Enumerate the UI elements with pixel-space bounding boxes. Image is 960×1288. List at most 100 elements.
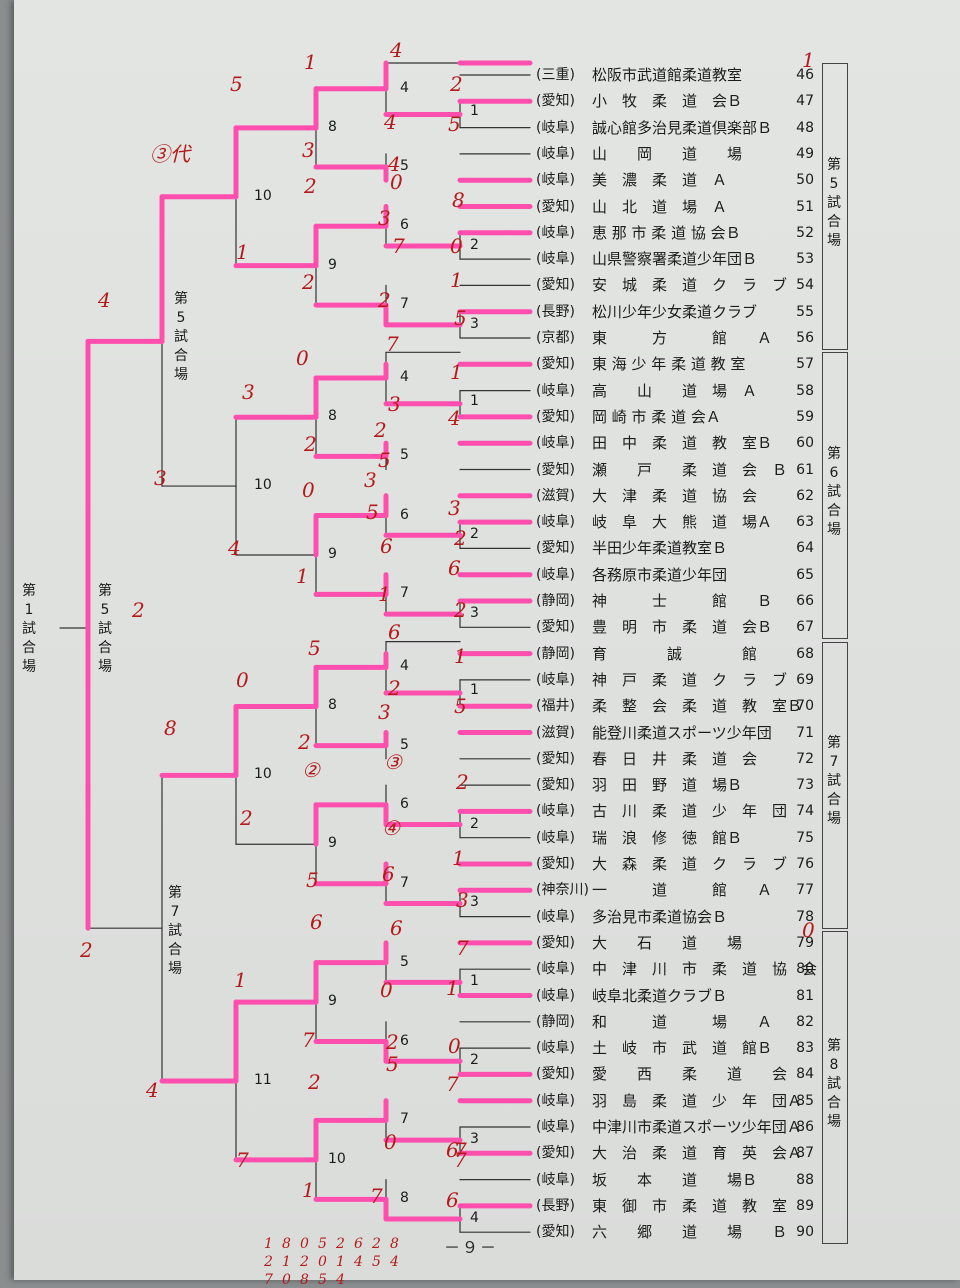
handwritten-score: 6 bbox=[354, 1236, 363, 1252]
handwritten-score: 1 bbox=[282, 1254, 291, 1270]
team-prefecture: (岐阜) bbox=[536, 251, 575, 268]
team-number: 48 bbox=[796, 119, 814, 136]
match-number: 10 bbox=[254, 477, 272, 494]
match-number: 3 bbox=[470, 894, 479, 911]
team-name: 育 誠 館 bbox=[592, 644, 758, 663]
team-name: 中 津 川 市 柔 道 協 会 bbox=[592, 960, 818, 979]
handwritten-score: 0 bbox=[302, 478, 315, 502]
handwritten-score: 2 bbox=[372, 1236, 381, 1252]
match-number: 4 bbox=[400, 79, 409, 96]
page-number: －９－ bbox=[444, 1238, 499, 1257]
handwritten-score: 0 bbox=[384, 1130, 397, 1154]
handwritten-score: 6 bbox=[388, 620, 401, 644]
match-number: 9 bbox=[328, 835, 337, 852]
team-name: 山 岡 道 場 bbox=[592, 144, 743, 163]
match-number: 4 bbox=[470, 1210, 479, 1227]
match-number: 1 bbox=[470, 103, 479, 120]
team-prefecture: (滋賀) bbox=[536, 724, 575, 741]
handwritten-score: ③代 bbox=[150, 142, 190, 166]
team-number: 59 bbox=[796, 408, 814, 425]
handwritten-score: 2 bbox=[264, 1254, 273, 1270]
match-number: 8 bbox=[328, 697, 337, 714]
match-number: 10 bbox=[254, 766, 272, 783]
team-name: 松阪市武道館柔道教室 bbox=[592, 66, 743, 84]
team-number: 67 bbox=[796, 619, 814, 636]
handwritten-score: 1 bbox=[264, 1236, 273, 1252]
handwritten-score: 5 bbox=[454, 694, 467, 718]
team-name: 岐 阜 大 熊 道 場Ａ bbox=[592, 513, 773, 532]
handwritten-score: 4 bbox=[390, 1254, 399, 1270]
match-number: 6 bbox=[400, 506, 409, 523]
team-prefecture: (岐阜) bbox=[536, 514, 575, 531]
team-prefecture: (岐阜) bbox=[536, 1119, 575, 1135]
match-number: 2 bbox=[470, 815, 479, 832]
team-number: 83 bbox=[796, 1040, 814, 1057]
team-prefecture: (愛知) bbox=[536, 93, 575, 110]
handwritten-score: 7 bbox=[264, 1272, 273, 1288]
team-number: 73 bbox=[796, 777, 814, 794]
team-name: 半田少年柔道教室Ｂ bbox=[592, 539, 728, 558]
match-number: 7 bbox=[400, 874, 409, 891]
handwritten-score: 5 bbox=[306, 868, 319, 892]
team-number: 79 bbox=[796, 934, 814, 951]
team-number: 87 bbox=[796, 1145, 814, 1162]
team-prefecture: (三重) bbox=[536, 67, 575, 83]
match-number: 2 bbox=[470, 1052, 479, 1069]
team-name: 和 道 場 Ａ bbox=[592, 1012, 773, 1031]
team-name: 恵 那 市 柔 道 協 会Ｂ bbox=[592, 223, 741, 242]
handwritten-score: 1 bbox=[378, 582, 391, 606]
team-prefecture: (愛知) bbox=[536, 750, 575, 767]
team-prefecture: (愛知) bbox=[536, 356, 575, 373]
team-name: 神 戸 柔 道 ク ラ ブ bbox=[592, 670, 788, 689]
handwritten-score: 4 bbox=[98, 288, 111, 312]
handwritten-score: 3 bbox=[456, 888, 469, 912]
team-name: 東 海 少 年 柔 道 教 室 bbox=[592, 355, 746, 374]
handwritten-score: 5 bbox=[454, 306, 467, 330]
handwritten-score: 3 bbox=[378, 700, 391, 724]
handwritten-score: 2 bbox=[388, 676, 401, 700]
handwritten-score: 3 bbox=[388, 392, 401, 416]
team-prefecture: (神奈川) bbox=[536, 882, 589, 899]
team-name: 誠心館多治見柔道倶楽部Ｂ bbox=[592, 118, 773, 137]
team-prefecture: (岐阜) bbox=[536, 172, 575, 189]
team-prefecture: (岐阜) bbox=[536, 1171, 575, 1188]
team-number: 55 bbox=[796, 303, 814, 320]
match-number: 9 bbox=[328, 256, 337, 273]
team-prefecture: (愛知) bbox=[536, 461, 575, 478]
handwritten-score: 3 bbox=[302, 138, 315, 162]
match-number: 8 bbox=[328, 408, 337, 425]
team-prefecture: (岐阜) bbox=[536, 1092, 575, 1109]
handwritten-score: 0 bbox=[448, 1034, 461, 1058]
handwritten-score: 2 bbox=[80, 938, 93, 962]
handwritten-score: 0 bbox=[380, 978, 393, 1002]
team-prefecture: (福井) bbox=[536, 698, 575, 715]
team-name: 美 濃 柔 道 Ａ bbox=[592, 171, 728, 190]
handwritten-score: 0 bbox=[318, 1254, 327, 1270]
handwritten-score: 2 bbox=[300, 1254, 309, 1270]
handwritten-score: 5 bbox=[366, 500, 379, 524]
tournament-bracket bbox=[59, 60, 533, 1233]
team-number: 85 bbox=[796, 1092, 814, 1109]
handwritten-score: 6 bbox=[310, 910, 323, 934]
team-prefecture: (愛知) bbox=[536, 856, 575, 872]
team-name: 大 治 柔 道 育 英 会Ａ bbox=[592, 1144, 803, 1163]
handwritten-score: 6 bbox=[380, 534, 393, 558]
